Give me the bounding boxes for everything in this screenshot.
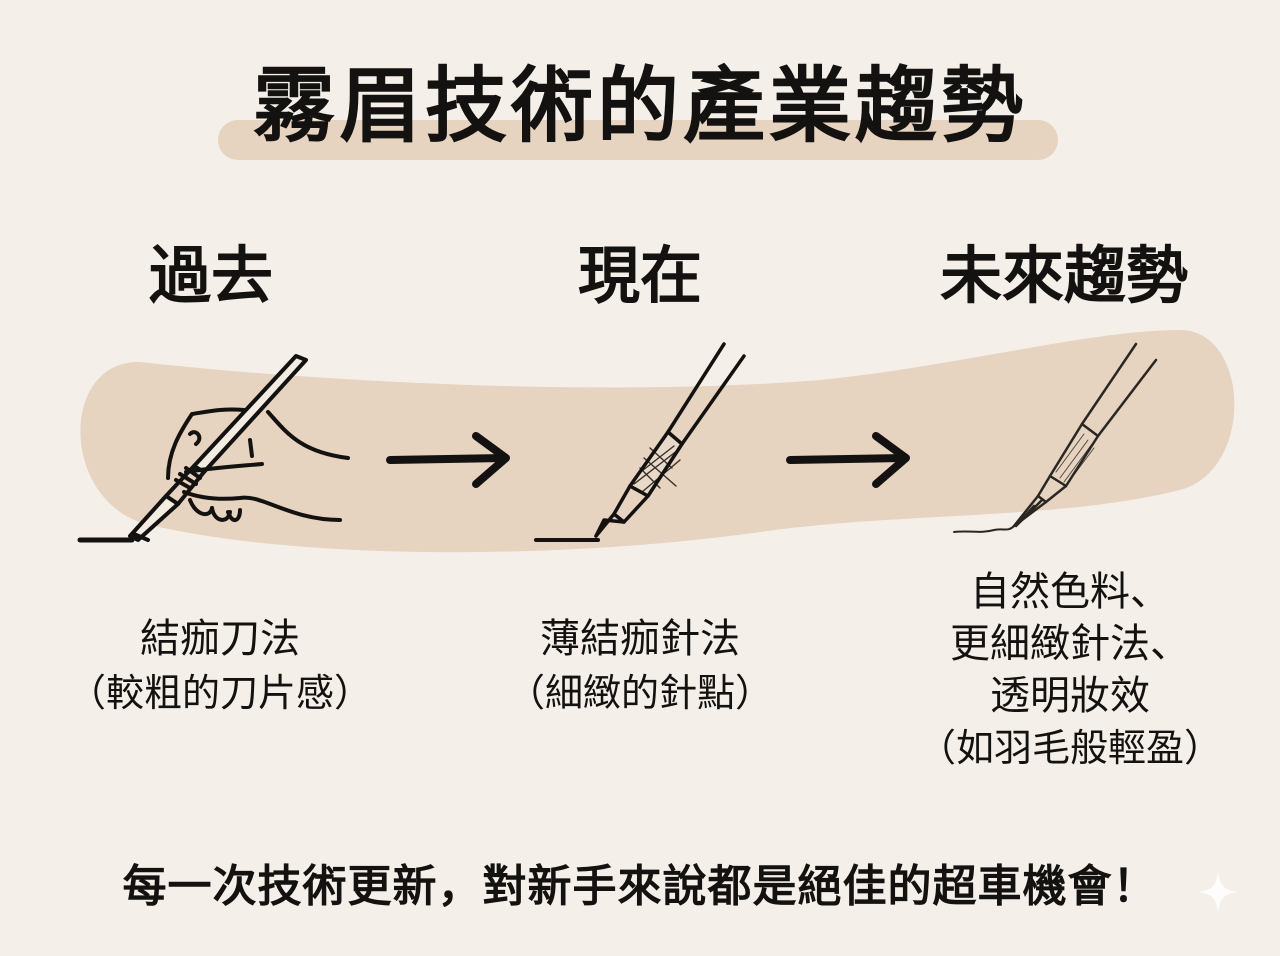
right-arrow-icon-1	[386, 432, 510, 488]
description-line: 自然色料、	[970, 569, 1170, 615]
right-arrow-icon-2	[786, 432, 910, 488]
description-subline: （較粗的刀片感）	[67, 671, 372, 715]
title-highlight-stroke	[218, 120, 1058, 160]
stage-description-present: 薄結痂針法 （細緻的針點）	[450, 612, 830, 720]
scalpel-in-hand-icon	[77, 354, 350, 543]
description-line: 更細緻針法、	[950, 621, 1190, 667]
description-subline: （如羽毛般輕盈）	[917, 726, 1222, 770]
stage-label-present: 現在	[577, 239, 702, 312]
timeline-brush-stroke	[80, 330, 1235, 553]
footer-message: 每一次技術更新，對新手來說都是絕佳的超車機會！	[122, 861, 1158, 912]
stage-description-past: 結痂刀法 （較粗的刀片感）	[30, 612, 410, 720]
sparkle-icon	[1198, 872, 1238, 912]
description-subline: （細緻的針點）	[506, 671, 773, 715]
stage-label-future: 未來趨勢	[939, 239, 1188, 312]
page-title: 霧眉技術的產業趨勢	[252, 59, 1027, 154]
fine-brush-needle-pen-icon	[953, 342, 1158, 533]
stage-label-past: 過去	[148, 239, 273, 312]
description-line: 透明妝效	[990, 673, 1150, 719]
description-line: 薄結痂針法	[540, 616, 740, 662]
crosshatch-needle-pen-icon	[534, 342, 746, 542]
stage-description-future: 自然色料、 更細緻針法、 透明妝效 （如羽毛般輕盈）	[880, 566, 1260, 774]
description-line: 結痂刀法	[140, 616, 300, 662]
